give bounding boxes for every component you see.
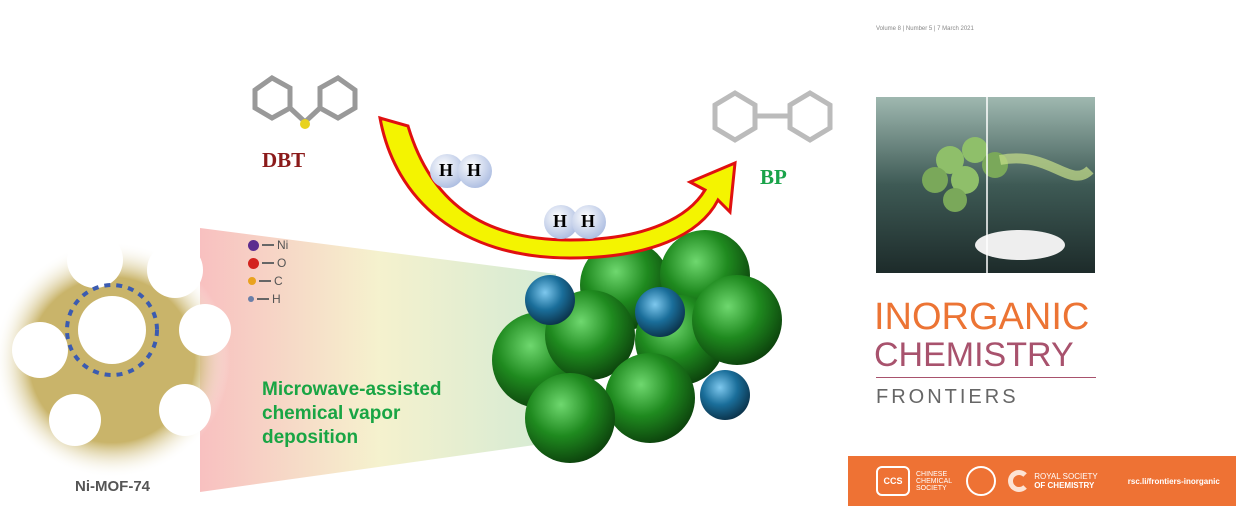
c-atom-icon <box>248 277 256 285</box>
issue-line: Volume 8 | Number 5 | 7 March 2021 <box>876 26 974 32</box>
university-seal-icon <box>966 466 997 496</box>
cover-image <box>876 97 1095 273</box>
h2-molecule <box>430 154 492 188</box>
bp-molecule <box>712 90 833 143</box>
journal-title-inorganic: INORGANIC <box>874 296 1090 338</box>
ni-atom-icon <box>248 239 259 251</box>
legend-item-o: O <box>248 254 288 272</box>
rsc-name: ROYAL SOCIETY OF CHEMISTRY <box>1034 472 1098 490</box>
h-atom-label: H <box>439 160 454 180</box>
journal-title-chemistry: CHEMISTRY <box>874 336 1074 374</box>
nanoparticle-cluster <box>492 230 782 463</box>
dbt-molecule <box>252 75 358 129</box>
rsc-logo-icon <box>1008 470 1031 492</box>
reaction-arrow <box>378 115 737 260</box>
mof-label: Ni-MOF-74 <box>75 478 150 495</box>
ccs-name: CHINESE CHEMICAL SOCIETY <box>916 470 953 492</box>
mof-structure-image <box>0 232 231 478</box>
title-divider <box>876 377 1096 378</box>
bp-label: BP <box>760 165 787 189</box>
legend-item-c: C <box>248 272 288 290</box>
h2-molecule <box>544 205 606 239</box>
legend-item-h: H <box>248 290 288 308</box>
ccs-logo-icon: CCS <box>876 466 910 496</box>
method-label: Microwave-assisted chemical vapor deposi… <box>262 379 442 448</box>
h-atom-label: H <box>581 211 596 231</box>
h-atom-icon <box>248 296 254 302</box>
legend-item-ni: Ni <box>248 236 288 254</box>
o-atom-icon <box>248 257 259 269</box>
cover-footer: CCS CHINESE CHEMICAL SOCIETY ROYAL SOCIE… <box>848 456 1236 506</box>
journal-title-frontiers: FRONTIERS <box>876 386 1019 408</box>
journal-url: rsc.li/frontiers-inorganic <box>1127 476 1220 486</box>
h-atom-label: H <box>467 160 482 180</box>
zoom-wedge <box>200 228 556 492</box>
h-atom-label: H <box>553 211 568 231</box>
element-legend: Ni O C H <box>248 236 288 308</box>
dbt-label: DBT <box>262 148 306 172</box>
